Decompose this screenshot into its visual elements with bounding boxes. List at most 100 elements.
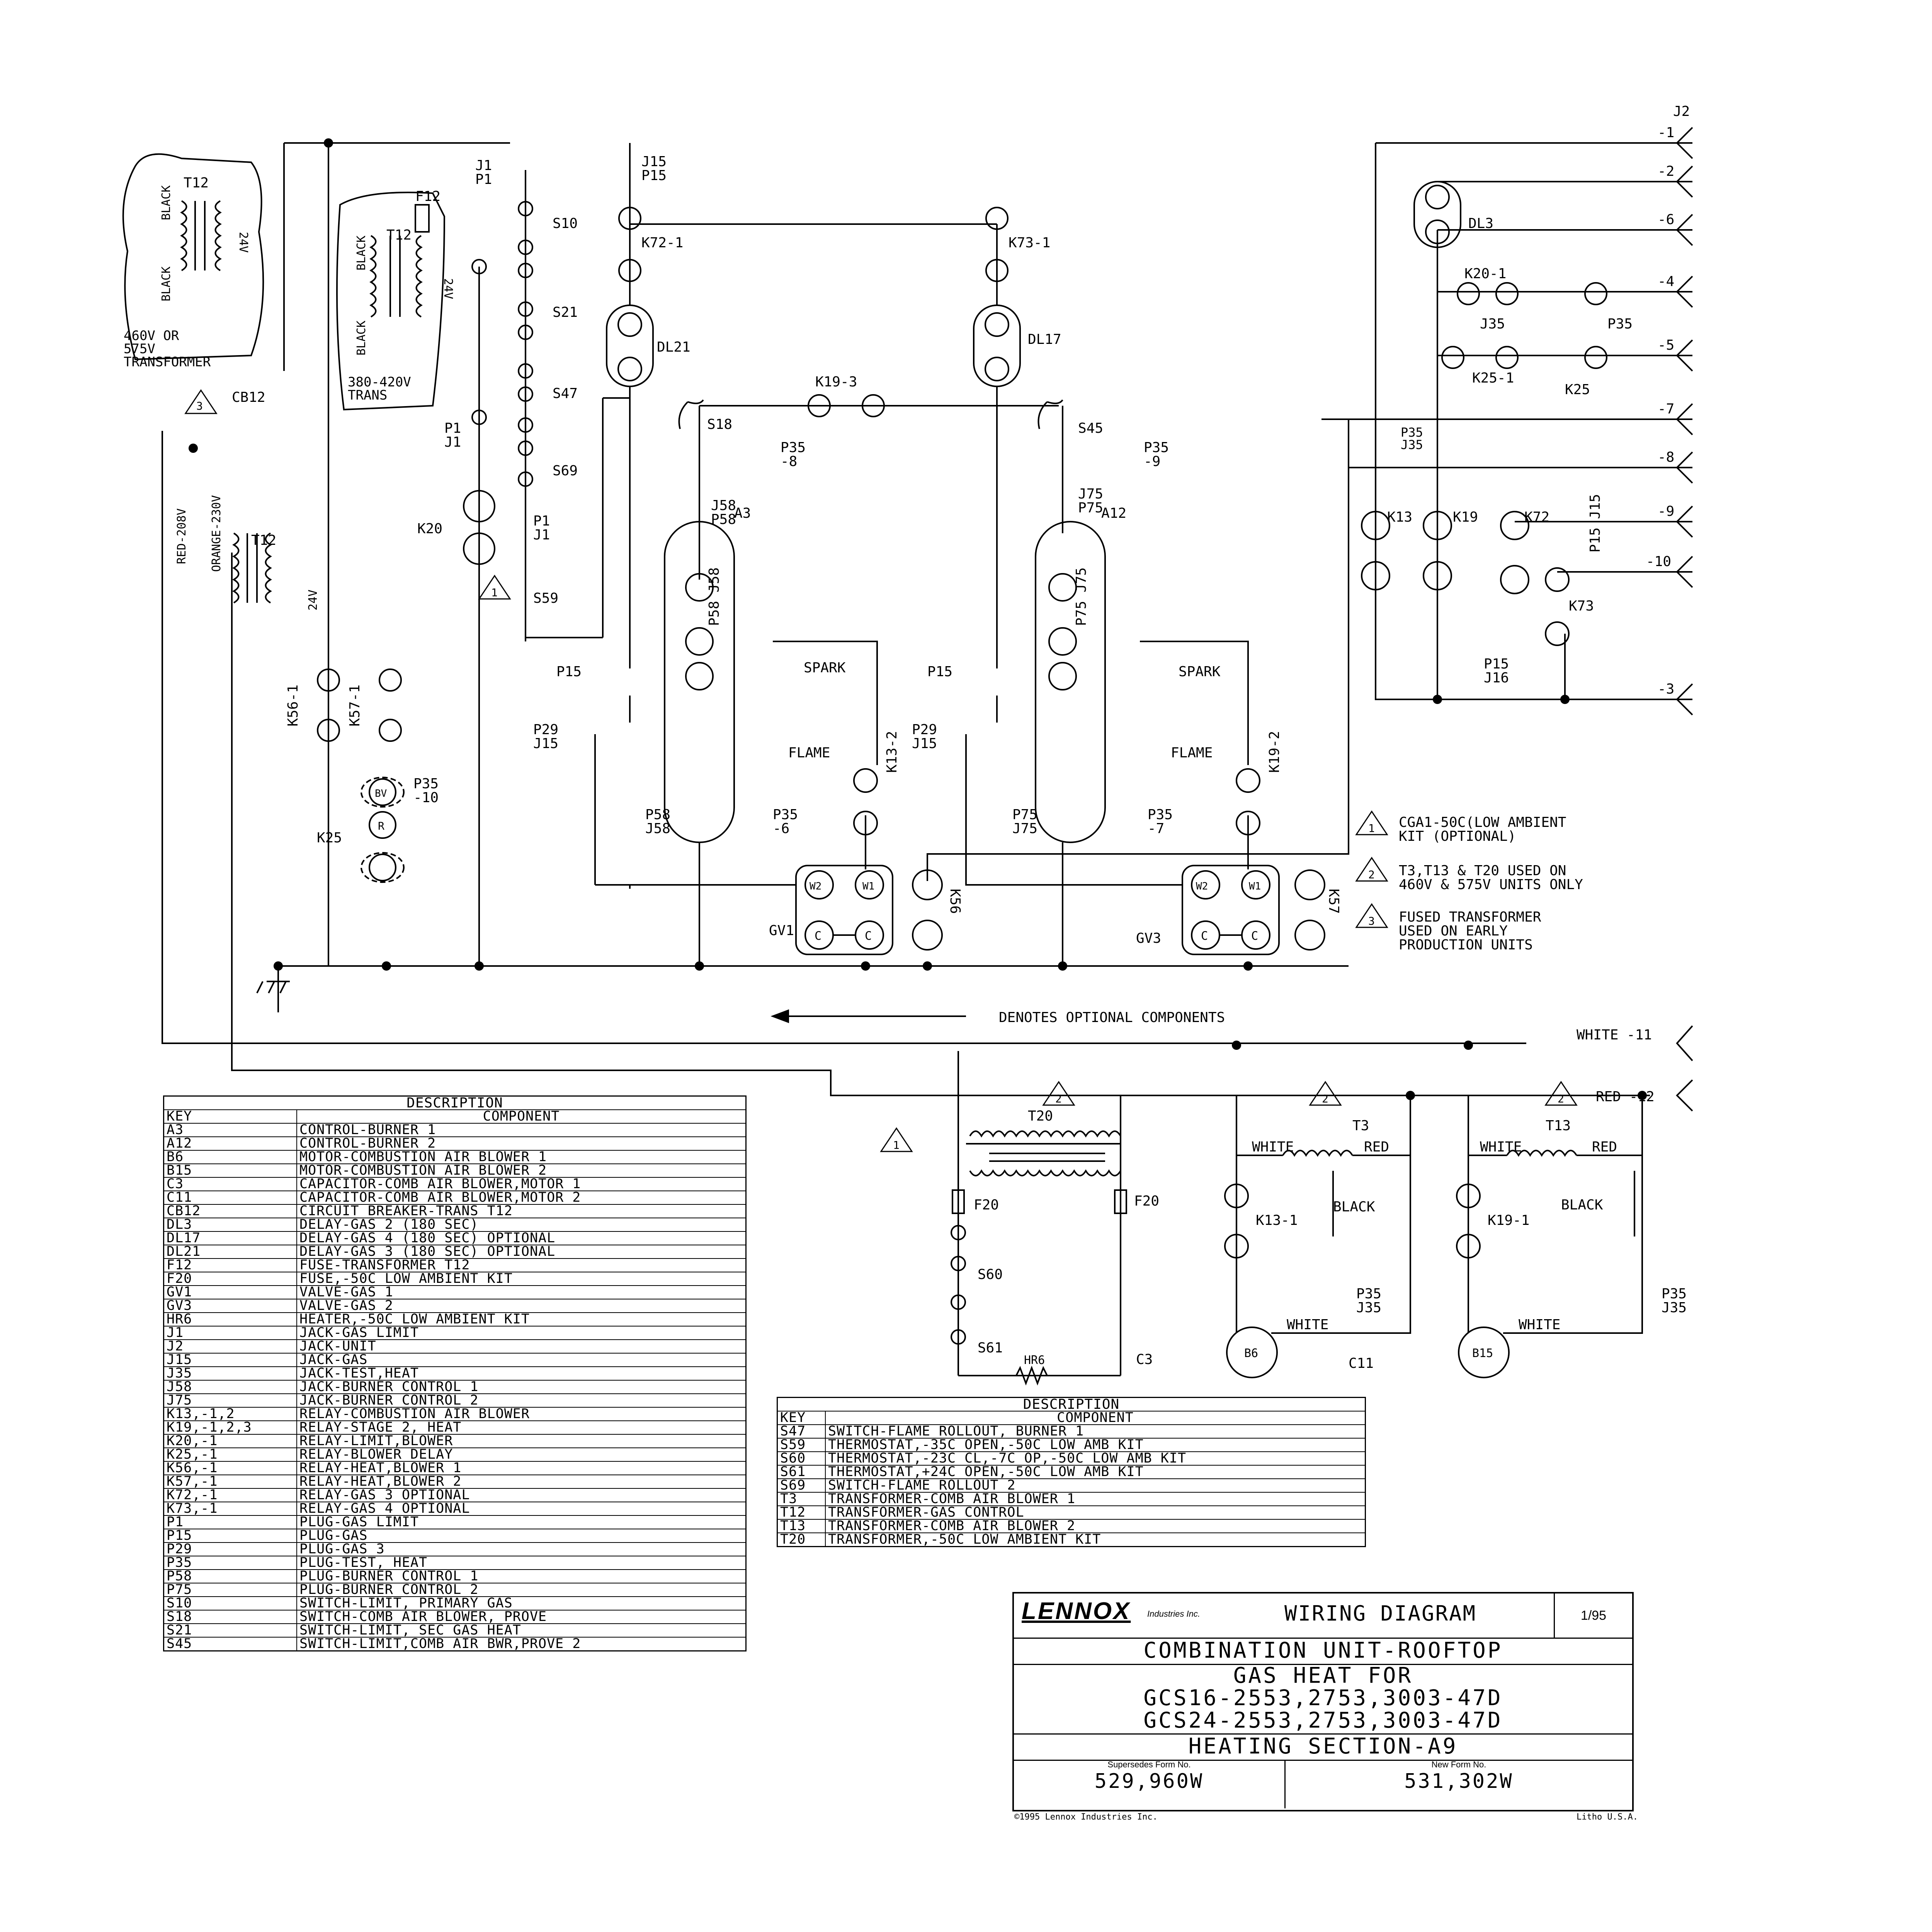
diagram-labels: J2 -1 -2 -6 -4 -5 -7 -8 -9 -10 -3 S10 S2… bbox=[124, 104, 1690, 1371]
red-label-2: RED bbox=[1592, 1139, 1617, 1155]
component-description: SWITCH-LIMIT,COMB AIR BWR,PROVE 2 bbox=[296, 1637, 747, 1651]
w2-label-1: W2 bbox=[810, 881, 821, 892]
component-description: DELAY-GAS 3 (180 SEC) OPTIONAL bbox=[296, 1245, 747, 1259]
component-description: RELAY-GAS 3 OPTIONAL bbox=[296, 1488, 747, 1502]
black-label-4: BLACK bbox=[355, 321, 368, 355]
title-line-1: COMBINATION UNIT-ROOFTOP bbox=[1014, 1638, 1632, 1665]
title-line-4: GCS24-2553,2753,3003-47D bbox=[1143, 1708, 1503, 1733]
p75-j75-a-label: P75 J75 bbox=[1073, 567, 1089, 626]
j2-pin-3: -3 bbox=[1658, 681, 1674, 697]
p35-label: P35 bbox=[1607, 316, 1633, 332]
white-label-3: WHITE bbox=[1287, 1317, 1328, 1333]
component-key: K25,-1 bbox=[163, 1447, 297, 1462]
black-label-5: BLACK bbox=[1333, 1199, 1375, 1215]
component-key: DL21 bbox=[163, 1245, 297, 1259]
component-key: T12 bbox=[777, 1505, 826, 1520]
component-key: J75 bbox=[163, 1393, 297, 1408]
component-description: RELAY-STAGE 2, HEAT bbox=[296, 1420, 747, 1435]
component-description: MOTOR-COMBUSTION AIR BLOWER 2 bbox=[296, 1163, 747, 1178]
j2-pin-7: -7 bbox=[1658, 401, 1674, 417]
k13-1-label: K13-1 bbox=[1256, 1213, 1298, 1228]
component-key: J2 bbox=[163, 1339, 297, 1354]
table-head-key: KEY bbox=[777, 1411, 826, 1425]
c-label-2: C bbox=[865, 929, 872, 943]
component-description: THERMOSTAT,-23C CL,-7C OP,-50C LOW AMB K… bbox=[825, 1451, 1366, 1466]
component-description: JACK-GAS LIMIT bbox=[296, 1326, 747, 1340]
s47-label: S47 bbox=[553, 386, 578, 401]
gas-valves bbox=[795, 865, 1280, 955]
component-description: RELAY-GAS 4 OPTIONAL bbox=[296, 1502, 747, 1516]
component-description: PLUG-GAS LIMIT bbox=[296, 1515, 747, 1529]
component-description: DELAY-GAS 2 (180 SEC) bbox=[296, 1218, 747, 1232]
tri-2-t3: 2 bbox=[1322, 1092, 1328, 1105]
k72-label: K72 bbox=[1524, 509, 1549, 525]
component-key: S10 bbox=[163, 1596, 297, 1611]
tri-1-t20: 1 bbox=[893, 1139, 900, 1151]
title-line-2: GAS HEAT FOR bbox=[1233, 1663, 1413, 1688]
orange-230v-label: ORANGE-230V bbox=[210, 495, 223, 572]
k19-1-label: K19-1 bbox=[1488, 1213, 1529, 1228]
copyright: ©1995 Lennox Industries Inc. bbox=[1014, 1812, 1158, 1822]
component-description: JACK-UNIT bbox=[296, 1339, 747, 1354]
gv3-label: GV3 bbox=[1136, 930, 1161, 946]
main-wires bbox=[162, 142, 1692, 1096]
k56-label: K56 bbox=[947, 889, 963, 914]
component-key: K73,-1 bbox=[163, 1502, 297, 1516]
title-block: LENNOX Industries Inc. WIRING DIAGRAM 1/… bbox=[1012, 1592, 1634, 1811]
component-description: SWITCH-LIMIT, PRIMARY GAS bbox=[296, 1596, 747, 1611]
component-key: F20 bbox=[163, 1272, 297, 1286]
component-key: S61 bbox=[777, 1465, 826, 1479]
k57-label: K57 bbox=[1326, 889, 1342, 914]
s21-label: S21 bbox=[553, 304, 578, 320]
component-key: P58 bbox=[163, 1569, 297, 1583]
component-description: VALVE-GAS 1 bbox=[296, 1285, 747, 1299]
component-key: T13 bbox=[777, 1519, 826, 1533]
component-key: S60 bbox=[777, 1451, 826, 1466]
component-description: CONTROL-BURNER 1 bbox=[296, 1123, 747, 1137]
component-description: TRANSFORMER-COMB AIR BLOWER 2 bbox=[825, 1519, 1366, 1533]
litho: Litho U.S.A. bbox=[1577, 1812, 1638, 1822]
component-description: RELAY-LIMIT,BLOWER bbox=[296, 1434, 747, 1448]
component-key: S18 bbox=[163, 1610, 297, 1624]
doc-type: WIRING DIAGRAM bbox=[1284, 1601, 1477, 1626]
component-description: TRANSFORMER,-50C LOW AMBIENT KIT bbox=[825, 1532, 1366, 1547]
t3-label: T3 bbox=[1352, 1118, 1369, 1134]
component-key: P75 bbox=[163, 1583, 297, 1597]
j2-pin-8: -8 bbox=[1658, 449, 1674, 465]
component-key: DL3 bbox=[163, 1218, 297, 1232]
tri-2-t20: 2 bbox=[1055, 1092, 1062, 1105]
component-description: VALVE-GAS 2 bbox=[296, 1299, 747, 1313]
w2-label-2: W2 bbox=[1196, 881, 1208, 892]
component-description: JACK-GAS bbox=[296, 1353, 747, 1367]
spark-1-label: SPARK bbox=[804, 660, 846, 676]
supersedes-label: Supersedes Form No. bbox=[1107, 1760, 1191, 1769]
component-description: TRANSFORMER-GAS CONTROL bbox=[825, 1505, 1366, 1520]
table-head-key: KEY bbox=[163, 1109, 297, 1124]
t20-label: T20 bbox=[1028, 1108, 1053, 1124]
s18-label: S18 bbox=[707, 417, 732, 432]
p15-1-label: P15 bbox=[556, 664, 582, 680]
24v-label-b: 24V bbox=[441, 278, 455, 299]
component-description: PLUG-GAS bbox=[296, 1529, 747, 1543]
component-key: DL17 bbox=[163, 1231, 297, 1245]
table-head-component: COMPONENT bbox=[296, 1109, 747, 1124]
white-label-2: WHITE bbox=[1480, 1139, 1522, 1155]
note-triangles bbox=[184, 389, 1578, 1152]
w1-label-1: W1 bbox=[862, 881, 874, 892]
